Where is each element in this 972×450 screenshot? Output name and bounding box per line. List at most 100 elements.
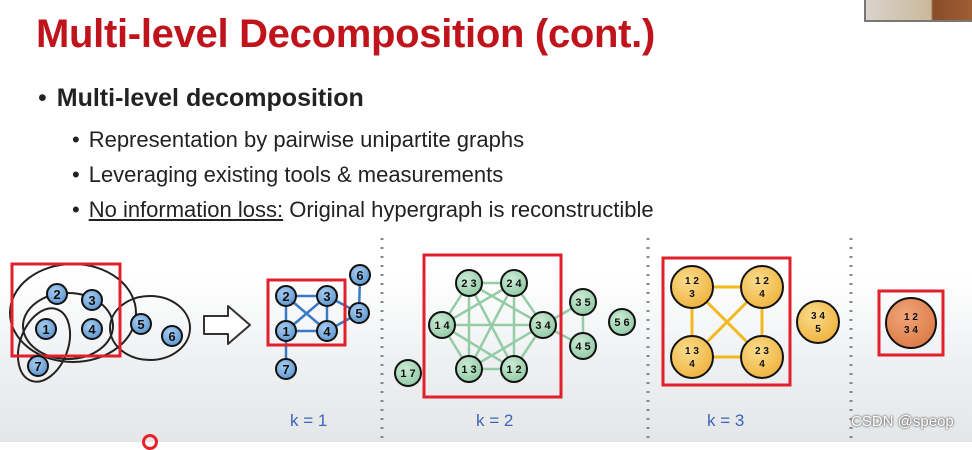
sub-bullet-1: • Representation by pairwise unipartite g… [72,127,524,153]
highlight-box [877,289,945,357]
highlight-box [422,253,563,399]
k2-node: 5 6 [608,308,636,336]
k1-graph: 2 3 1 4 6 5 7 [266,264,371,380]
watermark: CSDN @speop [851,413,954,430]
svg-text:3 4: 3 4 [904,325,918,336]
k3-label: k = 3 [707,411,745,430]
svg-text:7: 7 [282,362,289,377]
svg-text:5 6: 5 6 [614,317,629,329]
k3-node: 1 23 [670,265,714,309]
right-arrow-outline-icon [203,305,251,345]
k2-node: 1 7 [394,359,422,387]
svg-text:3: 3 [323,289,330,304]
k2-label: k = 2 [476,411,514,430]
hypergraph-node: 3 [81,289,103,311]
bullet-glyph: • [72,162,80,187]
k3-node: 2 34 [740,335,784,379]
svg-text:1: 1 [282,324,289,339]
svg-text:2 3: 2 3 [755,346,769,357]
k2-node: 3 4 [529,311,557,339]
svg-text:3 5: 3 5 [575,297,590,309]
k1-label: k = 1 [290,411,328,430]
k1-node: 3 [316,285,338,307]
svg-text:4: 4 [759,289,765,300]
k3-node: 3 45 [796,300,840,344]
svg-text:7: 7 [34,359,41,374]
svg-text:2 4: 2 4 [506,278,522,290]
bullet-glyph: • [72,197,80,222]
k2-node: 2 4 [500,269,528,297]
svg-text:1 2: 1 2 [904,312,918,323]
presenter-video-thumbnail [864,0,972,22]
svg-text:2 3: 2 3 [461,278,476,290]
svg-text:4 5: 4 5 [575,341,590,353]
bullet-glyph: • [72,127,80,152]
k1-node: 6 [349,264,371,286]
svg-text:6: 6 [168,329,175,344]
svg-text:1 2: 1 2 [685,276,699,287]
svg-text:1 7: 1 7 [400,368,415,380]
slide-title: Multi-level Decomposition (cont.) [36,12,656,56]
svg-text:5: 5 [355,306,362,321]
highlight-box [266,278,347,347]
hyperedge-ellipse [22,292,114,360]
k2-graph: 2 3 2 4 1 4 3 4 1 3 1 2 3 5 4 5 5 6 1 7 [394,253,636,399]
svg-text:3 4: 3 4 [811,311,825,322]
main-bullet: • Multi-level decomposition [38,84,364,113]
hypergraph-node: 2 [46,283,68,305]
bullet-glyph: • [38,84,47,112]
k2-node: 1 2 [500,355,528,383]
k3-node: 1 24 [740,265,784,309]
hypergraph-node: 4 [81,318,103,340]
k1-node: 5 [348,302,370,324]
svg-text:3: 3 [689,289,695,300]
sub-bullet-underlined-text: No information loss: [88,197,284,222]
svg-text:4: 4 [323,324,331,339]
svg-text:1 2: 1 2 [755,276,769,287]
svg-text:4: 4 [759,359,765,370]
k2-node: 1 4 [428,311,456,339]
svg-text:1: 1 [42,322,49,337]
sub-bullet-text: Original hypergraph is reconstructible [283,197,654,222]
svg-text:1 3: 1 3 [461,364,476,376]
svg-text:1 4: 1 4 [434,320,450,332]
laser-pointer-icon [142,434,158,450]
svg-text:3 4: 3 4 [535,320,551,332]
k2-node: 4 5 [569,332,597,360]
k1-node: 7 [275,358,297,380]
k1-node: 4 [316,320,338,342]
svg-text:6: 6 [356,268,363,283]
hypergraph-node: 5 [130,313,152,335]
svg-text:2: 2 [282,289,289,304]
k2-node: 1 3 [455,355,483,383]
sub-bullet-3: • No information loss: Original hypergrap… [72,197,654,223]
svg-text:2: 2 [53,287,60,302]
k2-node: 2 3 [455,269,483,297]
k2-node: 3 5 [569,288,597,316]
hypergraph-node: 7 [27,355,49,377]
svg-text:4: 4 [88,322,96,337]
hypergraph: 2 3 1 4 5 6 7 [9,262,191,383]
hyperedge-ellipse [16,307,72,383]
svg-text:1 3: 1 3 [685,346,699,357]
svg-text:5: 5 [815,324,821,335]
sub-bullet-text: Representation by pairwise unipartite gr… [88,127,525,152]
svg-text:3: 3 [88,293,95,308]
sub-bullet-2: • Leveraging existing tools & measurement… [72,162,503,188]
svg-text:5: 5 [137,317,144,332]
main-bullet-text: Multi-level decomposition [56,84,364,112]
svg-text:1 2: 1 2 [506,364,521,376]
hypergraph-node: 6 [161,325,183,347]
k3-graph: 1 23 1 24 1 34 2 34 3 45 [661,256,840,387]
sub-bullet-text: Leveraging existing tools & measurements [88,162,504,187]
hypergraph-node: 1 [35,318,57,340]
k4-node: 1 23 4 [885,297,937,349]
svg-text:4: 4 [689,359,695,370]
highlight-box [661,256,792,387]
highlight-box [10,262,122,358]
k1-node: 2 [275,285,297,307]
k1-node: 1 [275,320,297,342]
hyperedge-ellipse [109,295,191,361]
k4-graph: 1 23 4 [877,289,945,357]
